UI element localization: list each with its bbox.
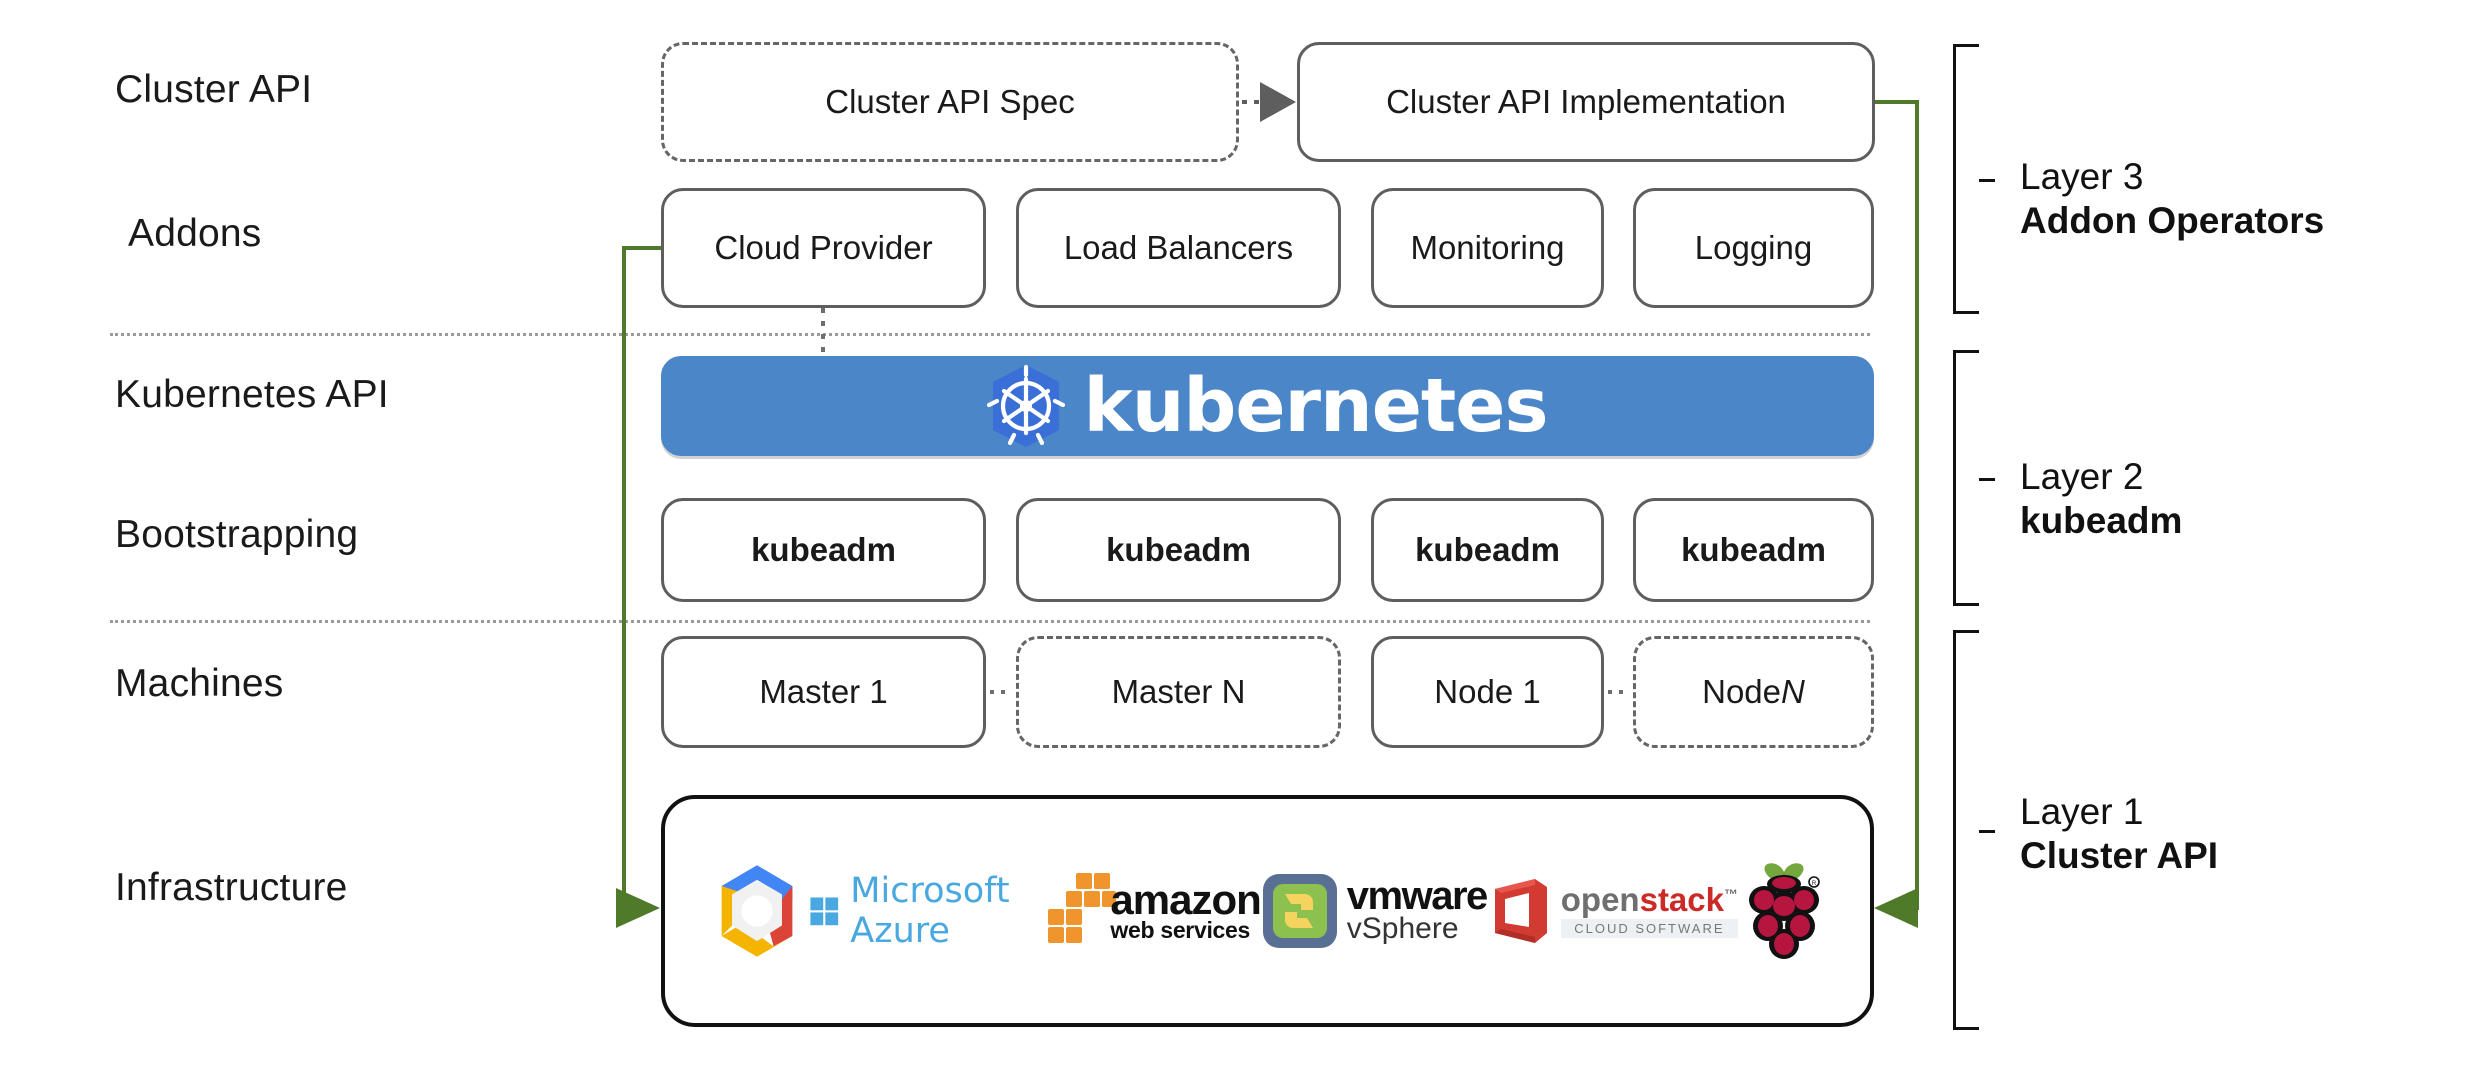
node-logging[interactable]: Logging (1633, 188, 1874, 308)
separator-layer3-layer2 (110, 333, 1870, 336)
node-node-n[interactable]: Node N (1633, 636, 1874, 748)
layer-1-number: Layer 1 (2020, 791, 2144, 832)
node-label: Node (1702, 673, 1782, 710)
brace-layer-1 (1953, 630, 1979, 1030)
node-label-italic: N (1781, 673, 1805, 710)
connector-implementation-to-infrastructure (1874, 100, 1919, 928)
brace-tick-layer-3 (1979, 179, 1995, 182)
node-label: Master N (1111, 673, 1246, 710)
node-node-1[interactable]: Node 1 (1371, 636, 1604, 748)
layer-2-name: kubeadm (2020, 499, 2183, 541)
aws-wordmark-bottom: web services (1110, 917, 1251, 944)
node-label: kubeadm (1106, 531, 1251, 568)
node-master-1[interactable]: Master 1 (661, 636, 986, 748)
connector-cloud-provider-to-infrastructure (616, 246, 661, 928)
brace-layer-3 (1953, 44, 1979, 314)
node-label: Cluster API Spec (825, 83, 1075, 120)
infrastructure-container[interactable]: Microsoft Azure amazon web ser (661, 795, 1874, 1027)
layer-3-number: Layer 3 (2020, 156, 2144, 197)
node-kubeadm-1[interactable]: kubeadm (661, 498, 986, 602)
node-label: kubeadm (1681, 531, 1826, 568)
raspberry-pi-logo: R (1738, 856, 1830, 966)
openstack-tagline: CLOUD SOFTWARE (1560, 918, 1738, 938)
node-label: Load Balancers (1063, 229, 1294, 266)
node-cluster-api-implementation[interactable]: Cluster API Implementation (1297, 42, 1875, 162)
node-label: Monitoring (1410, 229, 1565, 266)
row-label-infrastructure: Infrastructure (115, 866, 348, 909)
row-label-cluster-api: Cluster API (115, 68, 313, 111)
row-label-machines: Machines (115, 662, 284, 705)
aws-wordmark-top: amazon (1110, 875, 1261, 923)
row-label-kubernetes-api: Kubernetes API (115, 373, 389, 416)
layer-3-label: Layer 3 Addon Operators (2020, 155, 2324, 242)
kubernetes-helm-wheel-icon (987, 363, 1066, 449)
openstack-wordmark-open: open (1560, 881, 1640, 919)
svg-text:R: R (1812, 881, 1817, 887)
vmware-wordmark: vmware (1346, 874, 1488, 918)
node-label: Cloud Provider (714, 229, 933, 266)
node-kubeadm-2[interactable]: kubeadm (1016, 498, 1341, 602)
node-kubeadm-3[interactable]: kubeadm (1371, 498, 1604, 602)
node-load-balancers[interactable]: Load Balancers (1016, 188, 1341, 308)
node-label: Node 1 (1434, 673, 1541, 710)
openstack-logo: openstack™ CLOUD SOFTWARE (1487, 875, 1738, 947)
node-label: Cluster API Implementation (1386, 83, 1786, 120)
node-kubeadm-4[interactable]: kubeadm (1633, 498, 1874, 602)
azure-wordmark: Microsoft Azure (850, 871, 1010, 951)
node-label: kubeadm (751, 531, 896, 568)
node-label: Master 1 (759, 673, 888, 710)
amazon-web-services-logo: amazon web services (1042, 871, 1262, 951)
separator-layer2-layer1 (110, 620, 1870, 623)
microsoft-azure-logo: Microsoft Azure (809, 871, 1042, 951)
kubernetes-wordmark: kubernetes (1083, 363, 1548, 449)
brace-layer-2 (1953, 350, 1979, 606)
vmware-vsphere-logo: vmware vSphere (1261, 872, 1488, 950)
row-label-bootstrapping: Bootstrapping (115, 513, 359, 556)
layer-1-label: Layer 1 Cluster API (2020, 790, 2218, 877)
vsphere-wordmark: vSphere (1346, 912, 1459, 945)
node-label: kubeadm (1415, 531, 1560, 568)
node-label: Logging (1694, 229, 1813, 266)
layer-2-number: Layer 2 (2020, 456, 2144, 497)
google-cloud-platform-logo (705, 859, 809, 963)
layer-2-label: Layer 2 kubeadm (2020, 455, 2182, 542)
node-cloud-provider[interactable]: Cloud Provider (661, 188, 986, 308)
node-monitoring[interactable]: Monitoring (1371, 188, 1604, 308)
kubernetes-banner[interactable]: kubernetes (661, 356, 1874, 456)
brace-tick-layer-1 (1979, 830, 1995, 833)
layer-3-name: Addon Operators (2020, 199, 2325, 241)
node-master-n[interactable]: Master N (1016, 636, 1341, 748)
brace-tick-layer-2 (1979, 478, 1995, 481)
openstack-wordmark-stack: stack (1639, 881, 1724, 919)
row-label-addons: Addons (128, 212, 262, 255)
node-cluster-api-spec[interactable]: Cluster API Spec (661, 42, 1239, 162)
layer-1-name: Cluster API (2020, 834, 2219, 876)
